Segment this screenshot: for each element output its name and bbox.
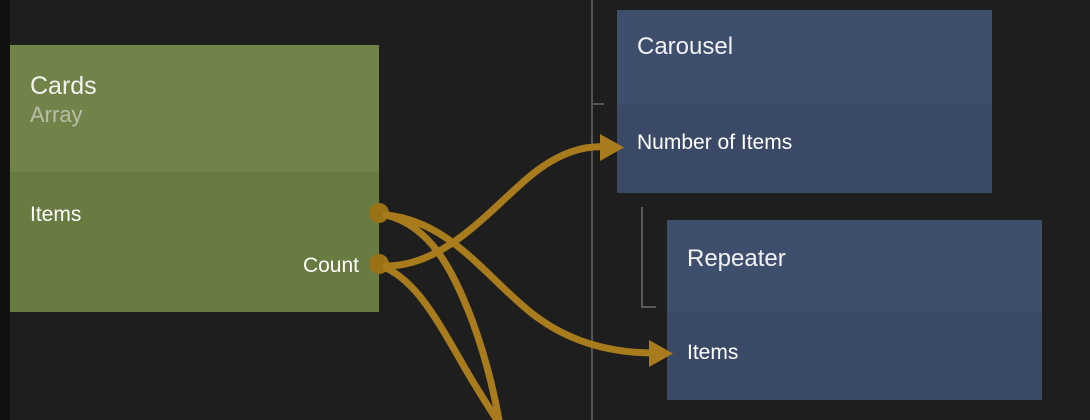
port-label-number-of-items: Number of Items [637,131,793,154]
wire-count-to-carousel [382,143,609,270]
wire-items-to-offcanvas [382,211,503,420]
left-gutter-strip [0,0,10,420]
group-bracket [641,207,656,308]
port-row-items[interactable]: Items [10,203,379,227]
node-cards-header: Cards Array [10,45,379,172]
node-repeater-body: Items [667,312,1042,400]
wire-items-to-repeater [382,211,658,357]
guide-rail-tick [593,103,604,105]
node-carousel-title: Carousel [637,33,734,60]
node-cards-subtitle: Array [30,102,83,127]
vertical-guide-rail [591,0,593,420]
node-cards[interactable]: Cards Array Items Count [10,45,389,312]
node-repeater-header: Repeater [667,220,1042,312]
output-port-dot-items[interactable] [369,203,389,223]
wire-count-to-offcanvas [382,264,501,420]
node-repeater-title: Repeater [687,245,786,272]
port-row-number-of-items[interactable]: Number of Items [617,131,992,155]
port-label-items: Items [30,203,82,226]
output-port-dot-count[interactable] [369,254,389,274]
node-carousel-body: Number of Items [617,105,992,193]
node-repeater[interactable]: Repeater Items [667,220,1042,400]
port-label-count: Count [302,254,359,277]
port-label-repeater-items: Items [687,341,739,364]
node-cards-title: Cards [30,72,97,100]
node-carousel-header: Carousel [617,10,992,105]
port-row-repeater-items[interactable]: Items [667,341,1042,365]
node-cards-body: Items Count [10,172,379,312]
port-row-count[interactable]: Count [10,254,379,278]
node-carousel[interactable]: Carousel Number of Items [617,10,992,193]
